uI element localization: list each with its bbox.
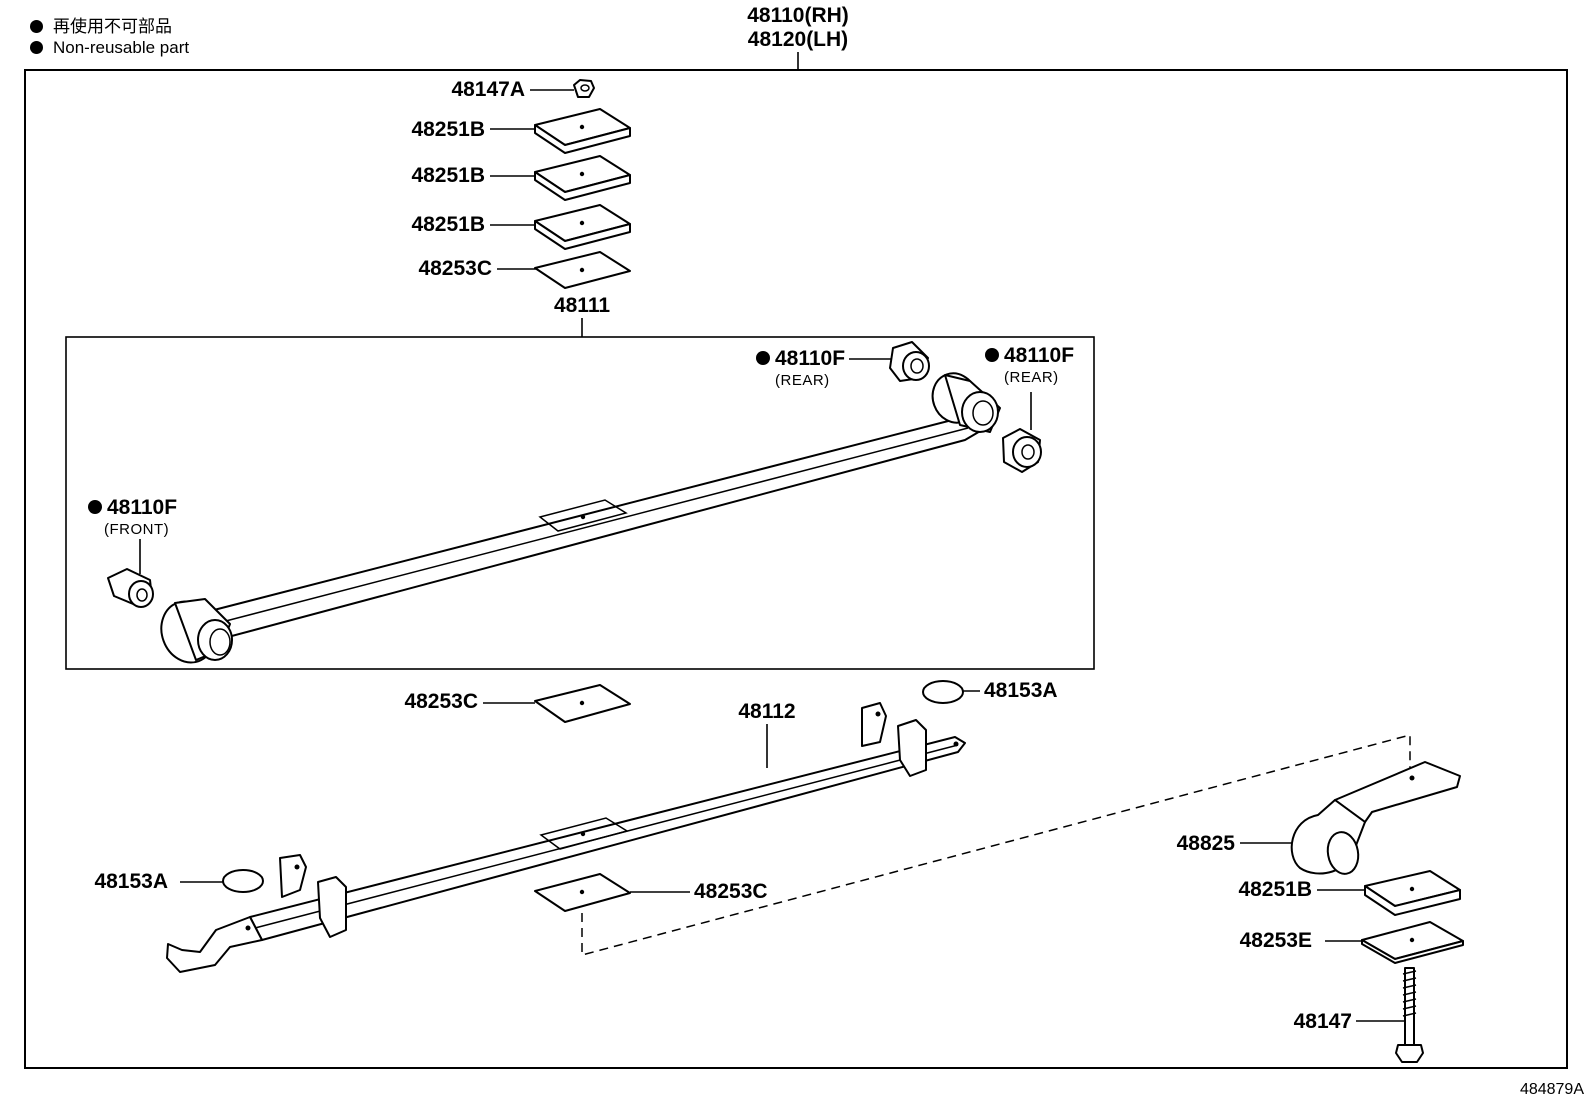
filled-dot-icon bbox=[30, 20, 43, 33]
legend-jp: 再使用不可部品 bbox=[30, 12, 172, 37]
clip-front bbox=[279, 854, 307, 898]
filled-dot-icon bbox=[985, 348, 999, 362]
note-rear-b: (REAR) bbox=[1004, 369, 1059, 386]
label-48251B-2: 48251B bbox=[411, 164, 485, 187]
filled-dot-icon bbox=[88, 500, 102, 514]
label-48147A-nut: 48147A bbox=[451, 78, 525, 101]
note-front: (FRONT) bbox=[104, 521, 169, 538]
alignment-dashed-line bbox=[581, 734, 1411, 956]
clip-front-band bbox=[317, 876, 347, 938]
clip-rear bbox=[861, 702, 887, 747]
bushing-front: 48110F (FRONT) bbox=[88, 496, 177, 608]
label-48110F-rear-b: 48110F bbox=[1004, 344, 1074, 367]
label-48153A-left: 48153A bbox=[94, 870, 168, 893]
legend-en: Non-reusable part bbox=[30, 38, 189, 58]
label-48253C-top: 48253C bbox=[418, 257, 492, 280]
label-48153A-right: 48153A bbox=[984, 679, 1058, 702]
filled-dot-icon bbox=[30, 41, 43, 54]
label-48110F-rear-a: 48110F bbox=[775, 347, 845, 370]
nut-part bbox=[573, 79, 595, 98]
insert-plate-top: 48253C bbox=[418, 251, 631, 289]
bolt-48147: 48147 bbox=[1294, 967, 1424, 1063]
bracket-48825: 48825 bbox=[1177, 761, 1461, 875]
bushing-rear-a: 48110F (REAR) bbox=[756, 341, 930, 389]
outer-frame bbox=[24, 69, 1568, 1069]
spacer-plate-3: 48251B bbox=[411, 204, 631, 250]
subassembly-frame bbox=[65, 336, 1095, 670]
insert-plate-e: 48253E bbox=[1240, 921, 1464, 964]
filled-dot-icon bbox=[756, 351, 770, 365]
label-48251B-3: 48251B bbox=[411, 213, 485, 236]
second-leaf-spring: 48112 bbox=[166, 700, 966, 973]
label-48825: 48825 bbox=[1177, 832, 1236, 855]
label-48251B-1: 48251B bbox=[411, 118, 485, 141]
spacer-plate-2: 48251B bbox=[411, 155, 631, 201]
clip-pad-right-shape bbox=[922, 680, 964, 704]
clip-pad-right: 48153A bbox=[922, 679, 1058, 704]
bushing-rear-b: 48110F (REAR) bbox=[985, 344, 1074, 473]
label-48147: 48147 bbox=[1294, 1010, 1352, 1033]
note-rear-a: (REAR) bbox=[775, 372, 830, 389]
label-48253C-mid: 48253C bbox=[404, 690, 478, 713]
label-48251B-low: 48251B bbox=[1238, 878, 1312, 901]
label-48112: 48112 bbox=[738, 700, 795, 723]
reference-code: 484879A bbox=[1520, 1081, 1584, 1098]
insert-plate-mid: 48253C bbox=[404, 684, 631, 723]
spacer-plate-1: 48251B bbox=[411, 108, 631, 154]
insert-plate-low: 48253C bbox=[534, 873, 768, 912]
label-48110F-front: 48110F bbox=[107, 496, 177, 519]
front-eye bbox=[160, 598, 233, 664]
main-leaf-spring bbox=[160, 372, 1001, 664]
label-48253C-low: 48253C bbox=[694, 880, 768, 903]
label-48253E: 48253E bbox=[1240, 929, 1312, 952]
assembly-lh-label: 48120(LH) bbox=[748, 28, 848, 51]
assembly-rh-label: 48110(RH) bbox=[747, 4, 849, 27]
label-48111: 48111 bbox=[554, 294, 610, 317]
spacer-plate-low: 48251B bbox=[1238, 870, 1461, 916]
clip-pad-left: 48153A bbox=[94, 869, 264, 893]
rear-eye bbox=[931, 372, 1001, 433]
clip-rear-band bbox=[897, 719, 927, 777]
